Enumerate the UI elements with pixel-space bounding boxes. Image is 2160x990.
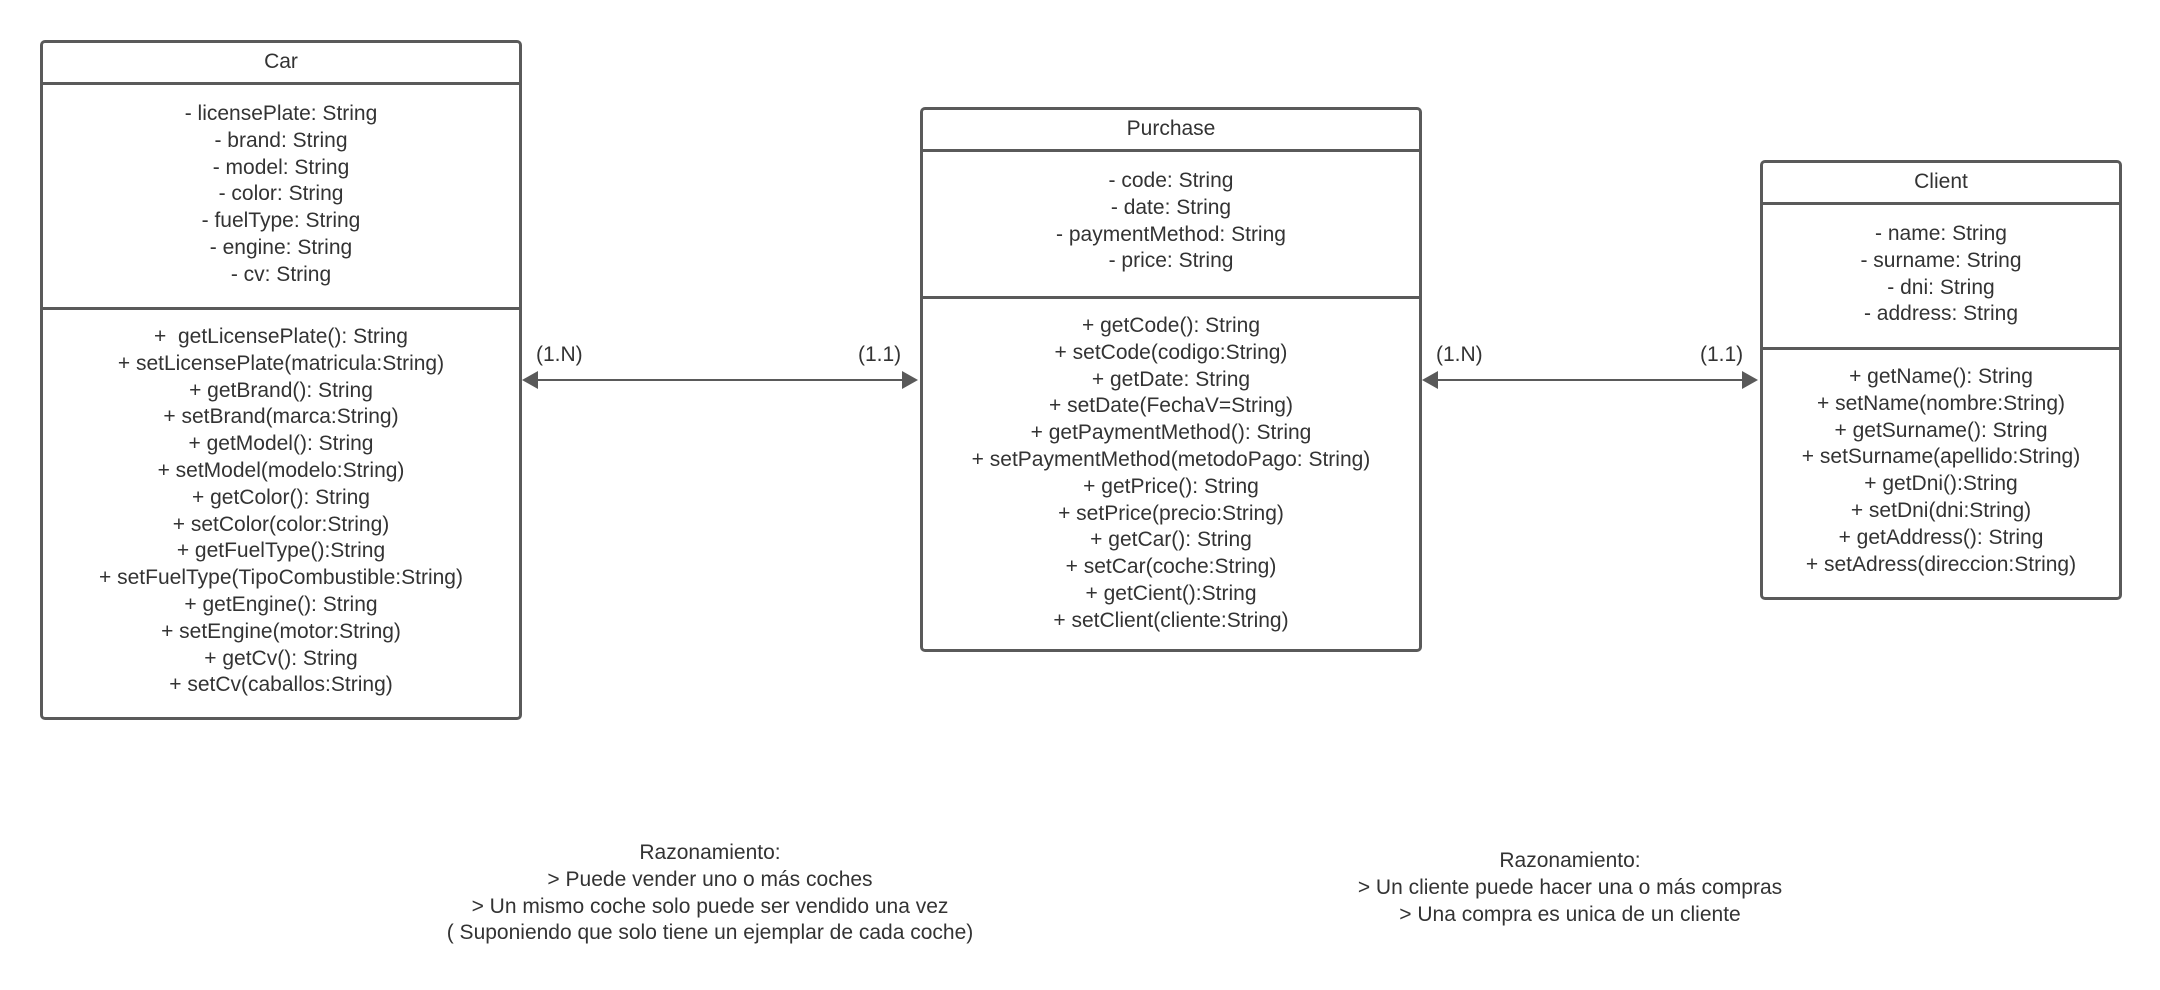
class-car-methods-line: + getBrand(): String: [189, 378, 373, 402]
class-purchase-attributes: - code: String - date: String - paymentMet…: [923, 152, 1419, 299]
class-car-attributes-line: - cv: String: [230, 262, 332, 286]
class-car-methods-line: + setColor(color:String): [172, 512, 390, 536]
class-purchase-methods-line: + getPaymentMethod(): String: [1030, 421, 1312, 445]
class-purchase-methods-line: + setCar(coche:String): [1065, 555, 1277, 579]
class-car-methods-line: + getLicensePlate(): String: [154, 325, 408, 348]
class-client-methods-line: + setSurname(apellido:String): [1801, 445, 2081, 469]
class-car-methods-line: + setCv(caballos:String): [169, 673, 393, 697]
class-client-methods-line: + setAdress(direccion:String): [1805, 552, 2077, 576]
reasoning-note-left-line: ( Suponiendo que solo tiene un ejemplar …: [446, 921, 974, 945]
class-car-methods-line: + setFuelType(TipoCombustible:String): [99, 566, 463, 590]
class-client-methods-line: + setName(nombre:String): [1816, 391, 2065, 415]
multiplicity-client-side: (1.1): [1700, 343, 1744, 366]
association-purchase-client: [1422, 371, 1758, 389]
class-purchase-methods-line: + setPrice(precio:String): [1058, 501, 1284, 525]
class-purchase-methods-line: + getDate: String: [1091, 367, 1251, 391]
class-purchase-attributes-line: - paymentMethod: String: [1056, 222, 1286, 246]
reasoning-note-left: Razonamiento: > Puede vender uno o más co…: [410, 840, 1010, 947]
class-purchase-methods-line: + setClient(cliente:String): [1053, 608, 1289, 632]
multiplicity-purchase-side-client: (1.N): [1436, 343, 1483, 366]
class-car-attributes-line: - fuelType: String: [201, 209, 361, 233]
class-purchase-methods-line: + getCode(): String: [1081, 314, 1260, 337]
class-car-methods-line: + setBrand(marca:String): [163, 405, 399, 429]
class-client-methods-line: + getDni():String: [1864, 472, 2018, 496]
class-client-title: Client: [1763, 163, 2119, 205]
class-client-methods-line: + getAddress(): String: [1838, 525, 2044, 549]
class-car: Car - licensePlate: String - brand: Strin…: [40, 40, 522, 720]
class-purchase: Purchase - code: String - date: String - p…: [920, 107, 1422, 652]
reasoning-note-right-line: > Un cliente puede hacer una o más compr…: [1357, 875, 1783, 899]
class-client-attributes: - name: String - surname: String - dni: St…: [1763, 205, 2119, 350]
class-purchase-methods-line: + getCient():String: [1085, 581, 1257, 605]
class-car-attributes-line: - color: String: [218, 182, 344, 206]
reasoning-note-right: Razonamiento: > Un cliente puede hacer un…: [1270, 848, 1870, 928]
class-car-attributes-line: - licensePlate: String: [184, 102, 378, 125]
class-client-methods-line: + getSurname(): String: [1834, 418, 2048, 442]
class-client: Client - name: String- surname: String- …: [1760, 160, 2122, 600]
class-purchase-methods: + getCode(): String + setCode(codigo:Stri…: [923, 299, 1419, 635]
class-client-attributes-line: - address: String: [1863, 302, 2019, 326]
reasoning-note-right-line: Razonamiento:: [1499, 849, 1641, 872]
class-client-methods-line: + setDni(dni:String): [1850, 498, 2032, 522]
class-car-methods-line: + getModel(): String: [188, 432, 374, 456]
reasoning-note-left-line: > Un mismo coche solo puede ser vendido …: [471, 894, 949, 918]
association-car-purchase: [522, 371, 918, 389]
class-client-attributes-line: - surname: String: [1860, 248, 2022, 272]
class-purchase-methods-line: + getCar(): String: [1090, 528, 1252, 552]
arrowhead-right: [902, 371, 918, 389]
arrowhead-left: [522, 371, 538, 389]
class-purchase-title: Purchase: [923, 110, 1419, 152]
class-purchase-methods-line: + setCode(codigo:String): [1054, 340, 1288, 364]
reasoning-note-left-line: Razonamiento:: [639, 841, 781, 864]
class-client-methods-line: + getName(): String: [1849, 365, 2033, 388]
arrowhead-right: [1742, 371, 1758, 389]
class-car-methods: + getLicensePlate(): String + setLicenseP…: [43, 310, 519, 699]
multiplicity-purchase-side-car: (1.1): [858, 343, 902, 366]
class-purchase-attributes-line: - date: String: [1110, 195, 1232, 219]
class-client-attributes-line: - name: String: [1875, 222, 2007, 245]
class-car-attributes-line: - engine: String: [209, 235, 353, 259]
class-car-title: Car: [43, 43, 519, 85]
class-car-attributes-line: - model: String: [212, 155, 350, 179]
class-car-methods-line: + getEngine(): String: [184, 592, 378, 616]
class-car-attributes-line: - brand: String: [214, 128, 348, 152]
class-car-attributes: - licensePlate: String - brand: String - m…: [43, 85, 519, 310]
reasoning-note-right-line: > Una compra es unica de un cliente: [1399, 902, 1741, 926]
reasoning-note-left-line: > Puede vender uno o más coches: [547, 867, 873, 891]
class-purchase-methods-line: + getPrice(): String: [1083, 474, 1259, 498]
class-purchase-methods-line: + setPaymentMethod(metodoPago: String): [971, 447, 1371, 471]
class-car-methods-line: + getColor(): String: [192, 485, 370, 509]
class-client-methods: + getName(): String + setName(nombre:Stri…: [1763, 350, 2119, 578]
class-car-methods-line: + setLicensePlate(matricula:String): [117, 351, 445, 375]
class-car-methods-line: + setEngine(motor:String): [161, 619, 401, 643]
class-purchase-methods-line: + setDate(FechaV=String): [1049, 394, 1293, 418]
class-car-methods-line: + getCv(): String: [204, 646, 358, 670]
class-purchase-attributes-line: - code: String: [1108, 169, 1234, 192]
arrowhead-left: [1422, 371, 1438, 389]
class-car-methods-line: + getFuelType():String: [176, 539, 386, 563]
class-car-methods-line: + setModel(modelo:String): [157, 458, 405, 482]
class-purchase-attributes-line: - price: String: [1108, 249, 1234, 273]
multiplicity-car-side: (1.N): [536, 343, 583, 366]
class-client-attributes-line: - dni: String: [1887, 275, 1995, 299]
